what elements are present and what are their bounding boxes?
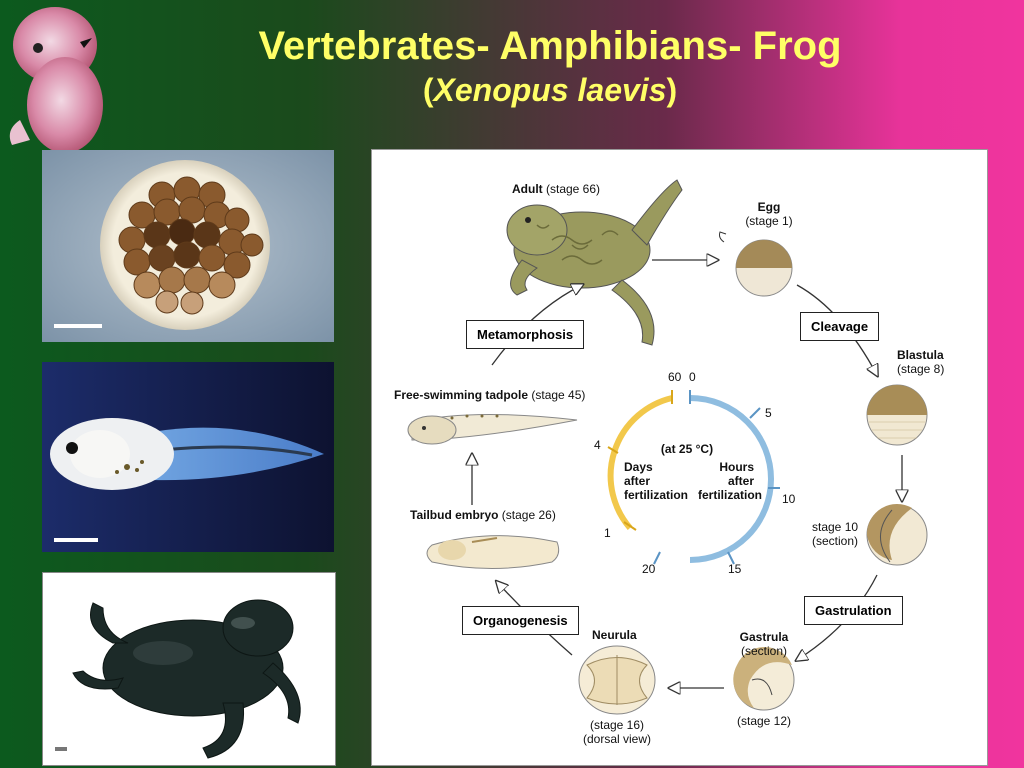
life-cycle-diagram: Adult (stage 66) Egg(stage 1) Blastula(s… [371,149,988,766]
slide-subtitle: (Xenopus laevis) [422,72,678,108]
tick-label-20: 20 [642,562,656,576]
scale-bar [54,324,102,328]
slide-title-block: Vertebrates- Amphibians- Frog (Xenopus l… [120,22,980,110]
cleavage-egg-photo [42,150,334,342]
life-cycle-graphics [407,179,928,715]
frog-photo-graphic [43,573,335,765]
egg-photo-graphic [42,150,334,342]
stage-10-section-illustration [866,503,928,566]
metamorphosis-box: Metamorphosis [466,320,585,349]
scale-bar [55,747,67,751]
stage-10-label: stage 10(section) [812,520,859,548]
organogenesis-box: Organogenesis [462,606,579,635]
tadpole-photo [42,362,334,552]
neurula-illustration [578,645,656,715]
tick-label-60: 60 [668,370,682,384]
blastula-illustration [866,384,928,446]
neurula-label: Neurula [592,628,637,642]
cleavage-box: Cleavage [800,312,880,341]
egg-label: Egg(stage 1) [745,200,793,228]
arrow-tadpole-to-adult [491,285,582,366]
egg-illustration [719,231,793,297]
tick-label-4: 4 [594,438,601,452]
scale-bar [54,538,98,542]
tick-label-15: 15 [728,562,742,576]
embryo-corner-image [9,7,103,153]
tadpole-label: Free-swimming tadpole (stage 45) [394,388,586,402]
tick-label-1: 1 [604,526,611,540]
gastrula-label: Gastrula(section) [739,630,789,658]
tadpole-illustration [407,413,578,445]
blastula-label: Blastula(stage 8) [897,348,945,376]
species-name: Xenopus laevis [433,72,667,108]
tick-label-5: 5 [765,406,772,420]
slide-title: Vertebrates- Amphibians- Frog [258,24,842,68]
hours-arc [689,395,774,563]
tailbud-illustration [426,535,560,569]
neurula-stage-label: (stage 16)(dorsal view) [582,718,651,746]
adult-frog-photo [42,572,336,766]
tick-label-10: 10 [782,492,796,506]
adult-label: Adult (stage 66) [512,182,601,196]
gastrula-stage-label: (stage 12) [736,714,792,728]
tick-label-0: 0 [689,370,696,384]
tadpole-photo-graphic [42,362,334,552]
adult-frog-illustration [506,179,683,346]
clock-temperature-label: (at 25 °C) [660,442,714,456]
gastrulation-box: Gastrulation [804,596,903,625]
development-timeline-clock [607,390,780,565]
gastrula-illustration [733,646,795,711]
tailbud-label: Tailbud embryo (stage 26) [410,508,556,522]
